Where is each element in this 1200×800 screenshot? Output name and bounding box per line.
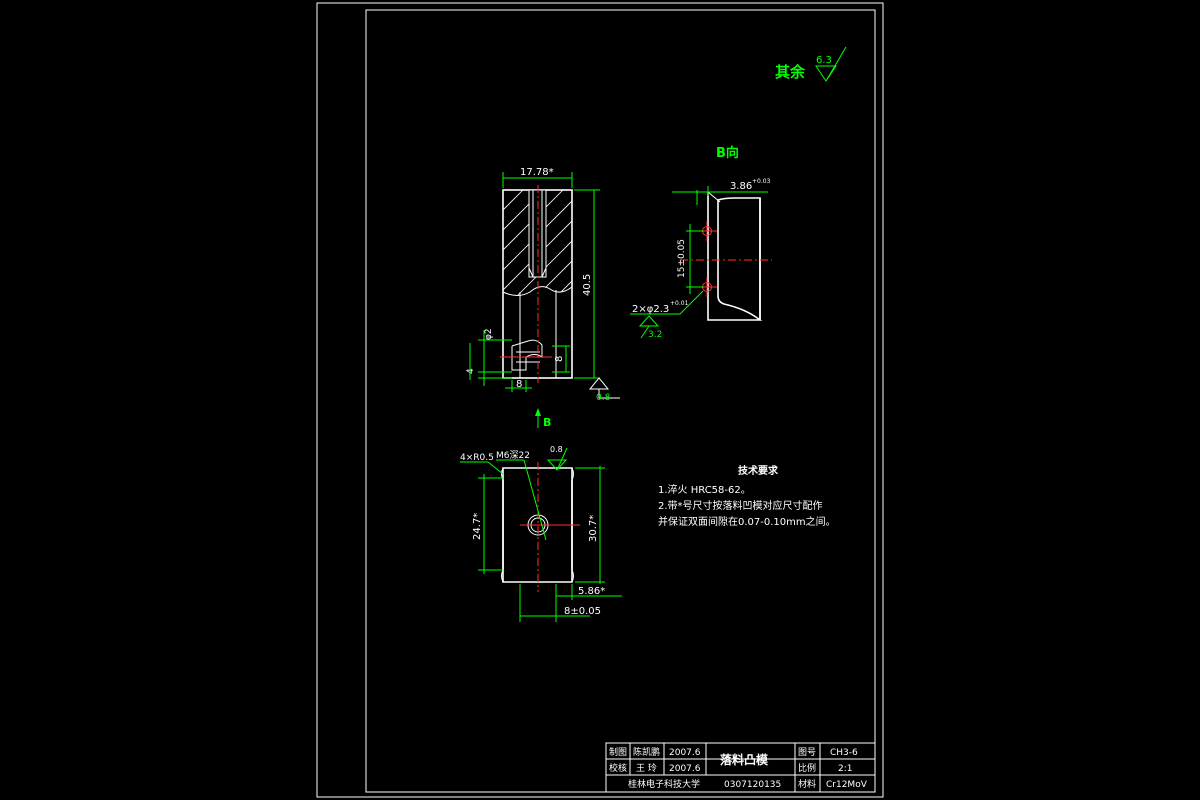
view-b-dim-vertical: 15±0.05 [677, 239, 687, 278]
tb-drawn-date: 2007.6 [669, 748, 701, 758]
dim-4: 4 [466, 368, 476, 374]
view-b-hole-note: 2×φ2.3 [632, 304, 669, 315]
dim-height: 40.5 [582, 274, 593, 296]
tb-material: Cr12MoV [826, 780, 868, 790]
tb-scale-label: 比例 [798, 762, 816, 774]
view-b-title: B向 [716, 145, 739, 161]
tb-material-label: 材料 [798, 778, 816, 790]
general-roughness-note: 其余 6.3 [775, 46, 847, 82]
view-b-outline [707, 192, 763, 321]
view-b-hole-note-tol: +0.01 [670, 300, 689, 307]
roughness-note-label: 其余 [775, 63, 806, 81]
top-roughness: 0.8 [550, 445, 563, 454]
tech-line-1: 1.淬火 HRC58-62。 [658, 483, 751, 496]
top-note-chamfer: 4×R0.5 [460, 453, 494, 463]
tech-line-3: 并保证双面间隙在0.07-0.10mm之间。 [658, 515, 836, 528]
dim-width: 17.78* [520, 167, 554, 178]
top-dim-left: 24.7* [472, 513, 483, 540]
outer-border [316, 2, 884, 798]
dim-phi: φ2 [484, 328, 494, 340]
front-view: 17.78* 40.5 φ2 4 8 8 0.8 B [466, 167, 620, 429]
tech-line-2: 2.带*号尺寸按落料凹模对应尺寸配作 [658, 499, 823, 512]
view-arrow-label: B [543, 416, 551, 429]
top-dim-right: 30.7* [588, 515, 599, 542]
front-roughness: 0.8 [596, 393, 611, 403]
tb-school: 桂林电子科技大学 [628, 778, 700, 790]
tb-student-no: 0307120135 [724, 780, 781, 790]
roughness-note-value: 6.3 [816, 55, 832, 66]
tb-drawing-no-label: 图号 [798, 747, 816, 758]
tb-drawing-no: CH3-6 [830, 748, 858, 758]
tb-drawn-label: 制图 [609, 746, 627, 758]
tech-requirements: 技术要求 1.淬火 HRC58-62。 2.带*号尺寸按落料凹模对应尺寸配作 并… [658, 464, 836, 528]
view-b-roughness: 3.2 [648, 330, 662, 340]
tb-scale: 2:1 [838, 764, 852, 774]
title-block: 制图 陈凯鹏 2007.6 校核 王 玲 2007.6 落料凸模 图号 CH3-… [605, 742, 876, 793]
view-b-dim-top-tol: +0.03 [752, 178, 771, 185]
tb-drawn-name: 陈凯鹏 [633, 746, 660, 758]
tb-check-name: 王 玲 [636, 762, 657, 774]
view-b: B向 3.86 +0.03 15±0.05 2×φ2.3 +0.01 3.2 [630, 145, 772, 340]
top-note-thread: M6深22 [496, 450, 530, 461]
top-view: 4×R0.5 M6深22 0.8 24.7* 30.7* 5.86* 8±0.0… [460, 445, 622, 622]
tb-check-date: 2007.6 [669, 764, 701, 774]
tech-title: 技术要求 [738, 464, 779, 477]
top-dim-8: 8±0.05 [564, 606, 601, 617]
dim-8-right: 8 [554, 356, 565, 362]
dim-8-bottom: 8 [516, 379, 522, 390]
tb-part-name: 落料凸模 [720, 752, 769, 767]
inner-border [365, 9, 876, 793]
view-b-dim-top: 3.86 [730, 181, 752, 192]
tb-check-label: 校核 [609, 762, 627, 774]
top-dim-586: 5.86* [578, 586, 605, 597]
